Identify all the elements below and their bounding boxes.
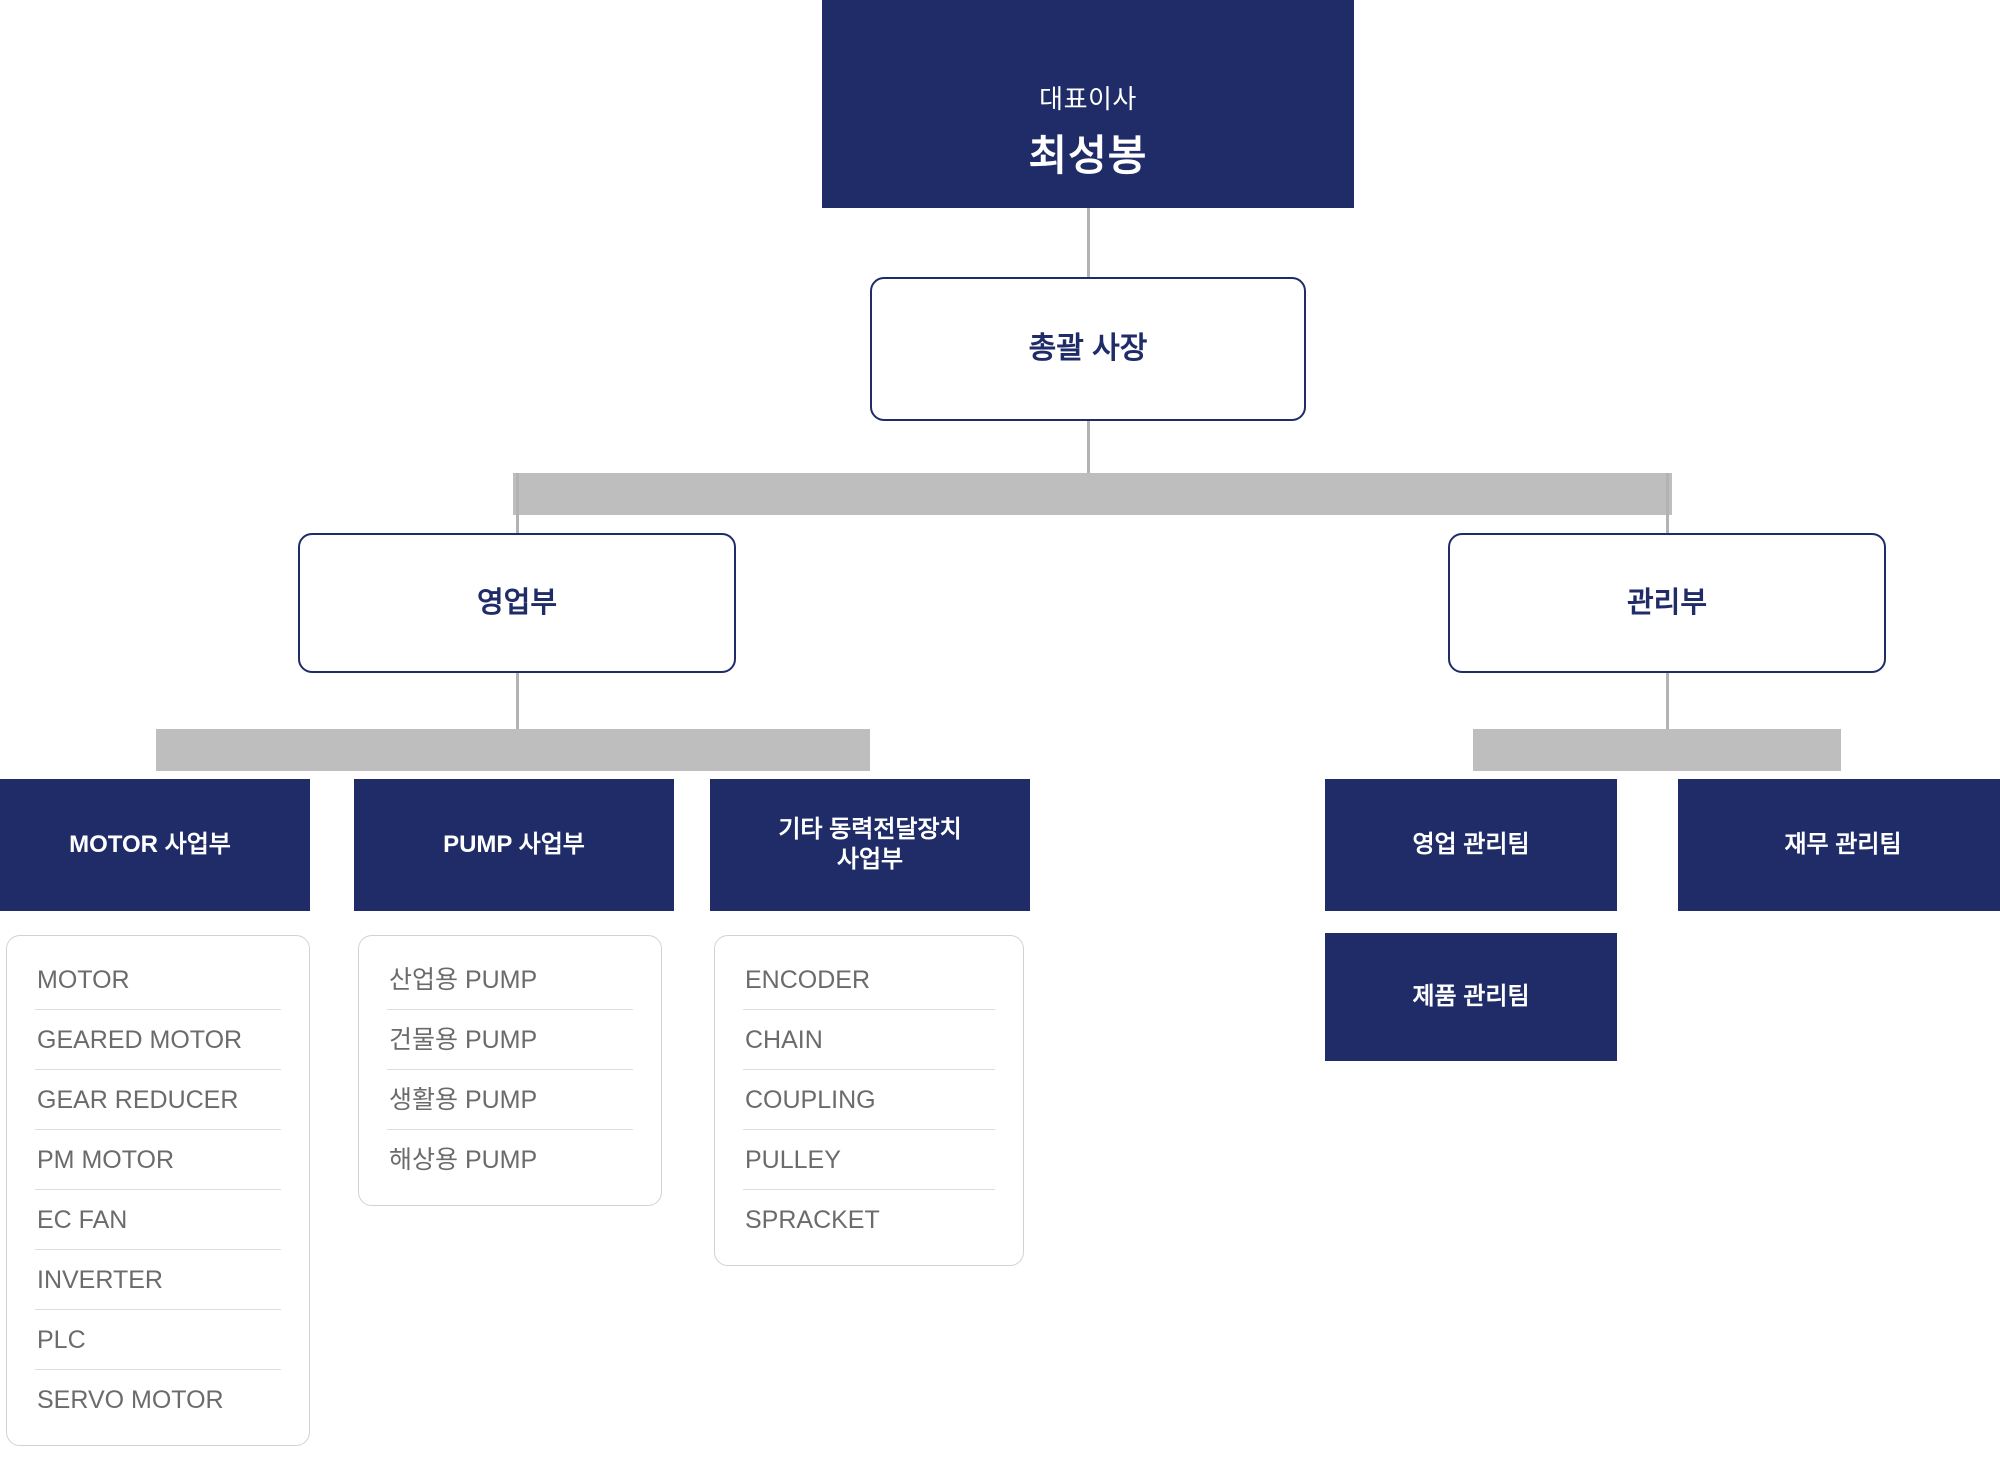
admin-division-label: 관리부 <box>1626 586 1708 619</box>
list-item: 생활용 PUMP <box>387 1070 633 1130</box>
list-item: CHAIN <box>743 1010 995 1070</box>
sales-division-label: 영업부 <box>476 586 558 619</box>
connector-bar-to-sales-division <box>516 473 519 535</box>
team-finance-management-label: 재무 관리팀 <box>1784 831 1902 858</box>
node-department-other-power-transmission[interactable]: 기타 동력전달장치 사업부 <box>710 779 1030 911</box>
list-item: PM MOTOR <box>35 1130 281 1190</box>
department-other-label-line1: 기타 동력전달장치 <box>778 816 962 843</box>
node-admin-division[interactable]: 관리부 <box>1448 533 1886 673</box>
connector-bar-level1 <box>513 473 1672 515</box>
node-ceo[interactable]: 대표이사 최성봉 <box>822 0 1354 208</box>
node-team-finance-management[interactable]: 재무 관리팀 <box>1678 779 2000 911</box>
list-item: SPRACKET <box>745 1206 880 1234</box>
node-team-product-management[interactable]: 제품 관리팀 <box>1325 933 1617 1061</box>
ceo-title: 대표이사 <box>1039 84 1137 114</box>
connector-sales-division-to-bar <box>516 671 519 731</box>
connector-admin-division-to-bar <box>1666 671 1669 731</box>
department-other-label: 기타 동력전달장치 사업부 <box>778 815 961 875</box>
department-pump-label: PUMP 사업부 <box>443 831 585 858</box>
list-item: PULLEY <box>743 1130 995 1190</box>
list-item: MOTOR <box>35 950 281 1010</box>
ceo-name: 최성봉 <box>1028 131 1148 179</box>
connector-president-to-bar <box>1087 419 1090 475</box>
node-president[interactable]: 총괄 사장 <box>870 277 1306 421</box>
node-department-pump[interactable]: PUMP 사업부 <box>354 779 674 911</box>
product-list-motor: MOTOR GEARED MOTOR GEAR REDUCER PM MOTOR… <box>6 935 310 1446</box>
team-sales-management-label: 영업 관리팀 <box>1412 831 1530 858</box>
connector-ceo-to-president <box>1087 207 1090 279</box>
list-item: PLC <box>35 1310 281 1370</box>
connector-bar-level2-left <box>156 729 870 771</box>
list-item: 산업용 PUMP <box>387 950 633 1010</box>
product-list-other-power-transmission: ENCODER CHAIN COUPLING PULLEY SPRACKET <box>714 935 1024 1266</box>
department-other-label-line2: 사업부 <box>836 846 904 873</box>
node-team-sales-management[interactable]: 영업 관리팀 <box>1325 779 1617 911</box>
connector-bar-to-admin-division <box>1666 473 1669 535</box>
list-item: GEARED MOTOR <box>35 1010 281 1070</box>
president-label: 총괄 사장 <box>1028 332 1148 366</box>
node-sales-division[interactable]: 영업부 <box>298 533 736 673</box>
node-department-motor[interactable]: MOTOR 사업부 <box>0 779 310 911</box>
list-item: 건물용 PUMP <box>387 1010 633 1070</box>
list-item: EC FAN <box>35 1190 281 1250</box>
list-item: INVERTER <box>35 1250 281 1310</box>
list-item: 해상용 PUMP <box>389 1146 538 1174</box>
team-product-management-label: 제품 관리팀 <box>1412 983 1530 1010</box>
connector-bar-level2-right <box>1473 729 1841 771</box>
product-list-pump: 산업용 PUMP 건물용 PUMP 생활용 PUMP 해상용 PUMP <box>358 935 662 1206</box>
list-item: GEAR REDUCER <box>35 1070 281 1130</box>
list-item: ENCODER <box>743 950 995 1010</box>
list-item: SERVO MOTOR <box>37 1386 224 1414</box>
list-item: COUPLING <box>743 1070 995 1130</box>
department-motor-label: MOTOR 사업부 <box>69 831 231 858</box>
